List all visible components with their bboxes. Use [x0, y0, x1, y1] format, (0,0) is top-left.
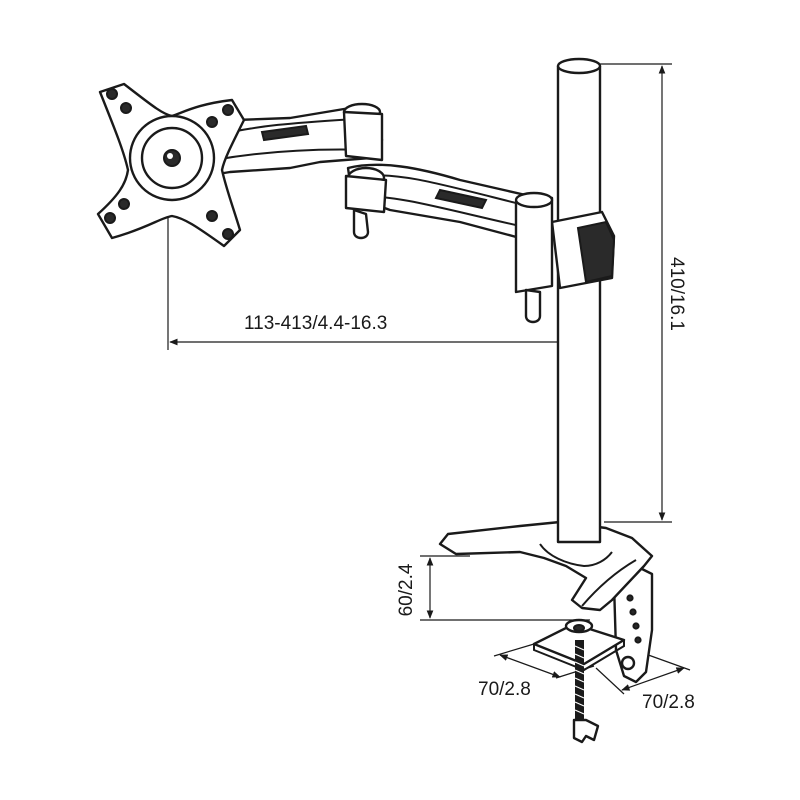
pole-joint-top [514, 191, 554, 209]
clamp-screw-nut [573, 624, 585, 632]
clamp-depth-label: 70/2.8 [642, 692, 695, 713]
clamp-depth-extension-a [595, 667, 625, 695]
clamp-width-extension-a [493, 643, 535, 657]
clamp-opening-label: 60/2.4 [396, 563, 417, 616]
bracket-hole-4 [634, 636, 642, 644]
elbow-joint-body [344, 174, 388, 214]
vesa-hole-bottom-left-inner [118, 198, 130, 210]
pole-collar [550, 210, 616, 290]
collar-knob [576, 220, 616, 284]
vesa-hole-bottom-right-inner [206, 210, 218, 222]
pole [556, 57, 602, 544]
vesa-hole-bottom-right-outer [222, 228, 234, 240]
bracket-hole-3 [632, 622, 640, 630]
pole-body [556, 64, 602, 544]
clamp-depth-dimension-line [621, 667, 685, 691]
vesa-hole-top-left-inner [120, 102, 132, 114]
second-arm [344, 163, 554, 324]
vesa-hole-top-right-outer [222, 104, 234, 116]
bracket-hole-1 [626, 594, 634, 602]
pole-height-label: 410/16.1 [666, 257, 687, 331]
base-collar [539, 543, 613, 568]
vesa-center-bolt-highlight [167, 153, 173, 159]
bracket-hole-2 [629, 608, 637, 616]
desk-clamp-base [438, 520, 654, 744]
vesa-hole-bottom-left-outer [104, 212, 116, 224]
bracket-bolt [620, 655, 636, 671]
first-arm-slot [260, 124, 310, 142]
first-arm-joint-body [342, 110, 384, 162]
clamp-screw-thread [574, 645, 585, 715]
vesa-mount-plate [96, 82, 246, 248]
pole-top-cap [556, 57, 602, 75]
second-arm-slot [434, 188, 488, 210]
clamp-width-dimension-line [499, 654, 561, 678]
clamp-width-label: 70/2.8 [478, 679, 531, 700]
vesa-hole-top-right-inner [206, 116, 218, 128]
base-foot-edge [581, 559, 637, 607]
arm-reach-label: 113-413/4.4-16.3 [244, 313, 387, 334]
pole-joint-housing [514, 196, 554, 294]
vesa-hole-top-left-outer [106, 88, 118, 100]
pole-joint-hook [524, 288, 542, 324]
elbow-hook [352, 208, 370, 240]
clamp-screw-handle [572, 718, 600, 744]
